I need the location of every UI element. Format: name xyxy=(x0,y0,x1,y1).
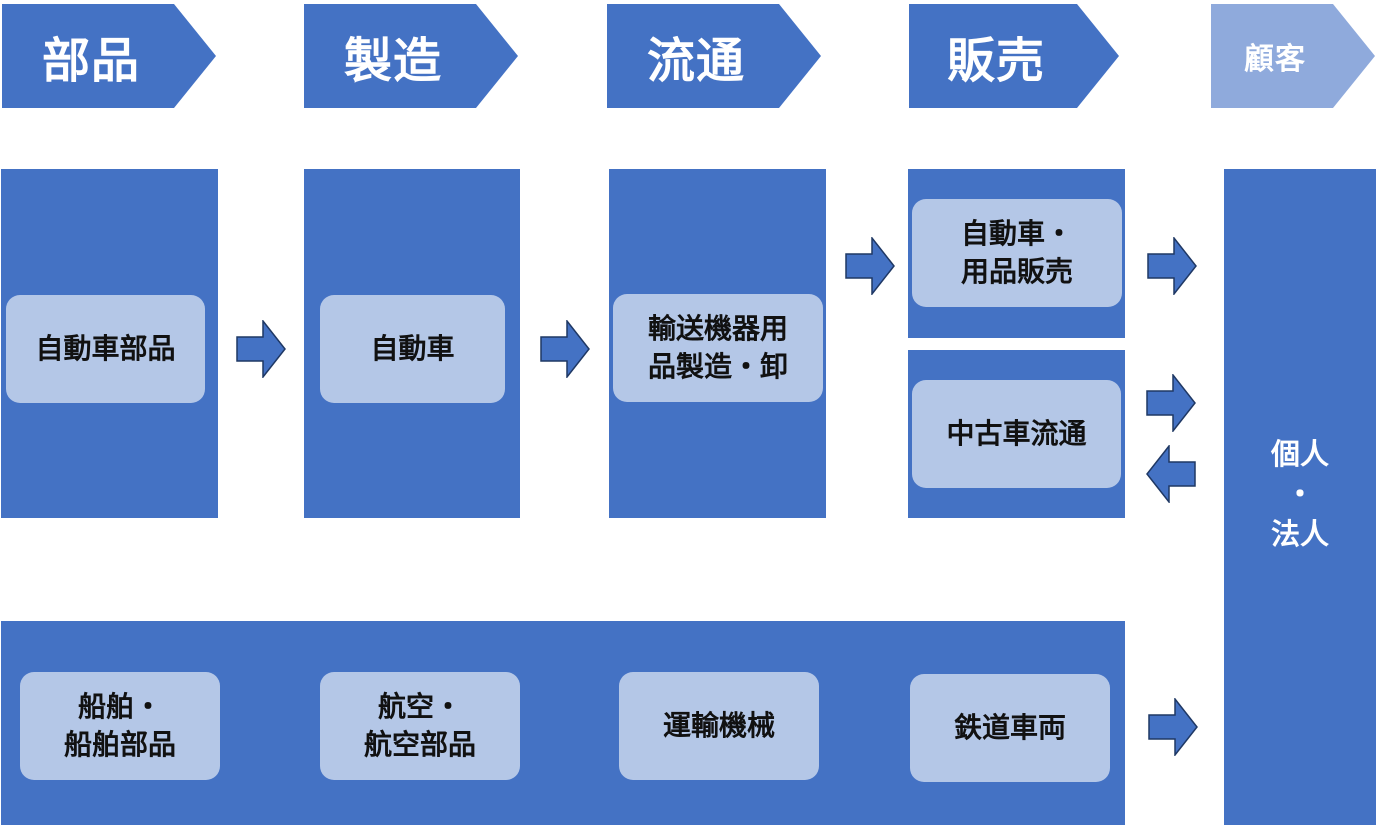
arrow-distribution-to-sales xyxy=(845,237,895,295)
stage-parts-label: 部品 xyxy=(41,33,140,89)
auto-goods-sales-label: 自動車・ 用品販売 xyxy=(960,217,1073,288)
aviation-box: 航空・ 航空部品 xyxy=(320,672,520,780)
ships-box: 船舶・ 船舶部品 xyxy=(20,672,220,780)
stage-parts-chevron: 部品 xyxy=(2,4,216,108)
transport-wholesale-box: 輸送機器用 品製造・卸 xyxy=(613,294,823,402)
automobile-box: 自動車 xyxy=(320,295,505,403)
stage-manufacturing-chevron: 製造 xyxy=(304,4,518,108)
railway-box: 鉄道車両 xyxy=(910,674,1110,782)
arrow-used-car-to-customer xyxy=(1146,374,1196,432)
arrow-goods-sales-to-customer xyxy=(1147,237,1197,295)
auto-goods-sales-box: 自動車・ 用品販売 xyxy=(912,199,1122,307)
auto-parts-box: 自動車部品 xyxy=(6,295,205,403)
used-car-box: 中古車流通 xyxy=(912,380,1121,488)
stage-customer-label: 顧客 xyxy=(1244,42,1306,77)
arrow-manufacturing-to-distribution xyxy=(540,320,590,378)
aviation-label: 航空・ 航空部品 xyxy=(363,690,476,761)
auto-parts-label: 自動車部品 xyxy=(35,332,176,365)
stage-sales-chevron: 販売 xyxy=(909,4,1119,108)
customer-panel xyxy=(1224,169,1376,825)
stage-distribution-label: 流通 xyxy=(646,33,745,89)
transport-machinery-box: 運輸機械 xyxy=(619,672,819,780)
railway-label: 鉄道車両 xyxy=(953,711,1066,744)
ships-label: 船舶・ 船舶部品 xyxy=(63,690,176,761)
transport-wholesale-label: 輸送機器用 品製造・卸 xyxy=(647,312,788,383)
stage-customer-chevron: 顧客 xyxy=(1211,4,1375,108)
stage-manufacturing-label: 製造 xyxy=(343,33,442,89)
automobile-label: 自動車 xyxy=(370,332,455,365)
arrow-transport-to-customer xyxy=(1148,698,1198,756)
arrow-parts-to-manufacturing xyxy=(236,320,286,378)
used-car-label: 中古車流通 xyxy=(946,417,1087,450)
customer-label: 個人 ・ 法人 xyxy=(1270,437,1329,551)
transport-machinery-label: 運輸機械 xyxy=(662,709,775,742)
arrow-customer-to-used-car xyxy=(1146,445,1196,503)
stage-distribution-chevron: 流通 xyxy=(607,4,821,108)
stage-sales-label: 販売 xyxy=(946,33,1045,89)
